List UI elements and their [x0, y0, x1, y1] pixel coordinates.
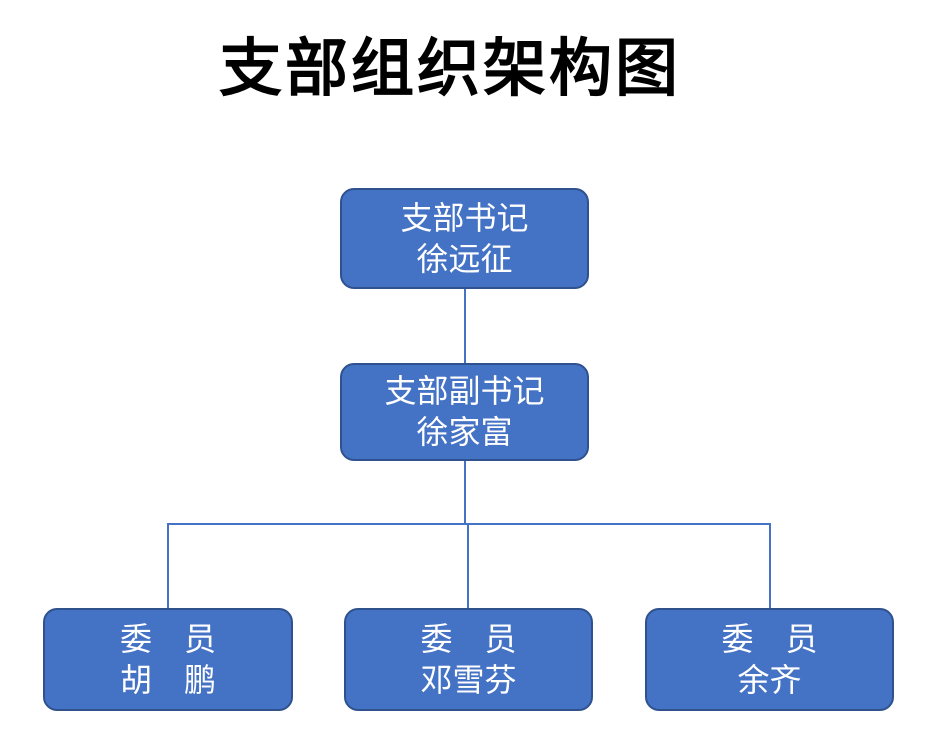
connector-secretary-to-deputy: [464, 289, 466, 363]
chart-title: 支部组织架构图: [219, 34, 681, 104]
node-committee-member-2: 委 员 邓雪芬: [344, 608, 593, 711]
connector-deputy-stem: [464, 461, 466, 524]
node-role-label: 委 员: [420, 620, 517, 657]
connector-drop-member-1: [167, 524, 169, 608]
node-person-name: 余齐: [737, 661, 802, 698]
node-person-name: 胡 鹏: [119, 661, 216, 698]
node-role-label: 支部副书记: [384, 373, 545, 410]
node-person-name: 邓雪芬: [420, 661, 517, 698]
node-person-name: 徐家富: [416, 414, 513, 450]
node-committee-member-1: 委 员 胡 鹏: [43, 608, 293, 711]
node-person-name: 徐远征: [416, 240, 513, 277]
connector-drop-member-2: [467, 524, 469, 608]
node-branch-secretary: 支部书记 徐远征: [340, 188, 589, 289]
node-committee-member-3: 委 员 余齐: [645, 608, 894, 711]
connector-branch-horizontal: [167, 523, 771, 525]
node-role-label: 委 员: [721, 620, 818, 657]
node-deputy-secretary: 支部副书记 徐家富: [340, 363, 589, 461]
node-role-label: 支部书记: [400, 199, 529, 236]
node-role-label: 委 员: [119, 620, 216, 657]
connector-drop-member-3: [769, 524, 771, 608]
